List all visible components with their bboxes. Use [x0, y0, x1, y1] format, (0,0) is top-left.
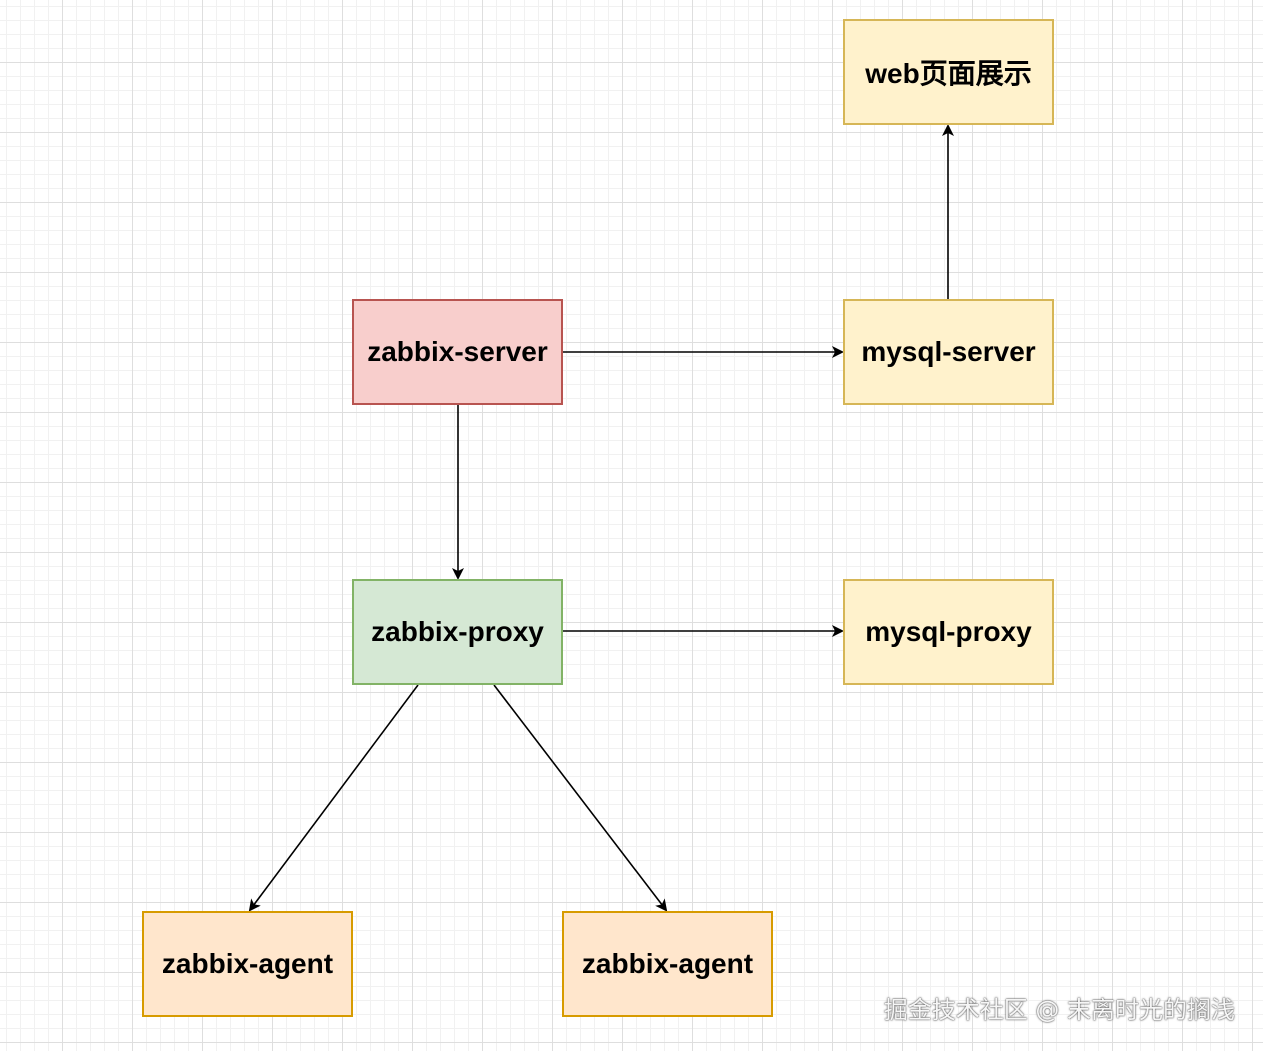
- edge-zabbix-proxy-to-agent-2: [493, 684, 668, 912]
- node-zabbix-server[interactable]: zabbix-server: [352, 299, 563, 405]
- node-web-display[interactable]: web页面展示: [843, 19, 1054, 125]
- watermark: 掘金技术社区 @ 末离时光的搁浅: [883, 996, 1235, 1024]
- node-web-display-label: web页面展示: [865, 58, 1032, 89]
- node-zabbix-agent-2[interactable]: zabbix-agent: [562, 911, 773, 1017]
- node-zabbix-server-label: zabbix-server: [367, 336, 548, 367]
- edge-zabbix-proxy-to-agent-1: [248, 684, 419, 912]
- node-zabbix-agent-1[interactable]: zabbix-agent: [142, 911, 353, 1017]
- node-mysql-proxy-label: mysql-proxy: [865, 616, 1032, 647]
- node-zabbix-agent-2-label: zabbix-agent: [581, 948, 754, 979]
- node-mysql-server-label: mysql-server: [861, 336, 1036, 367]
- node-mysql-server[interactable]: mysql-server: [843, 299, 1054, 405]
- node-zabbix-proxy-label: zabbix-proxy: [371, 616, 544, 647]
- node-zabbix-agent-1-label: zabbix-agent: [161, 948, 334, 979]
- node-zabbix-proxy[interactable]: zabbix-proxy: [352, 579, 563, 685]
- node-mysql-proxy[interactable]: mysql-proxy: [843, 579, 1054, 685]
